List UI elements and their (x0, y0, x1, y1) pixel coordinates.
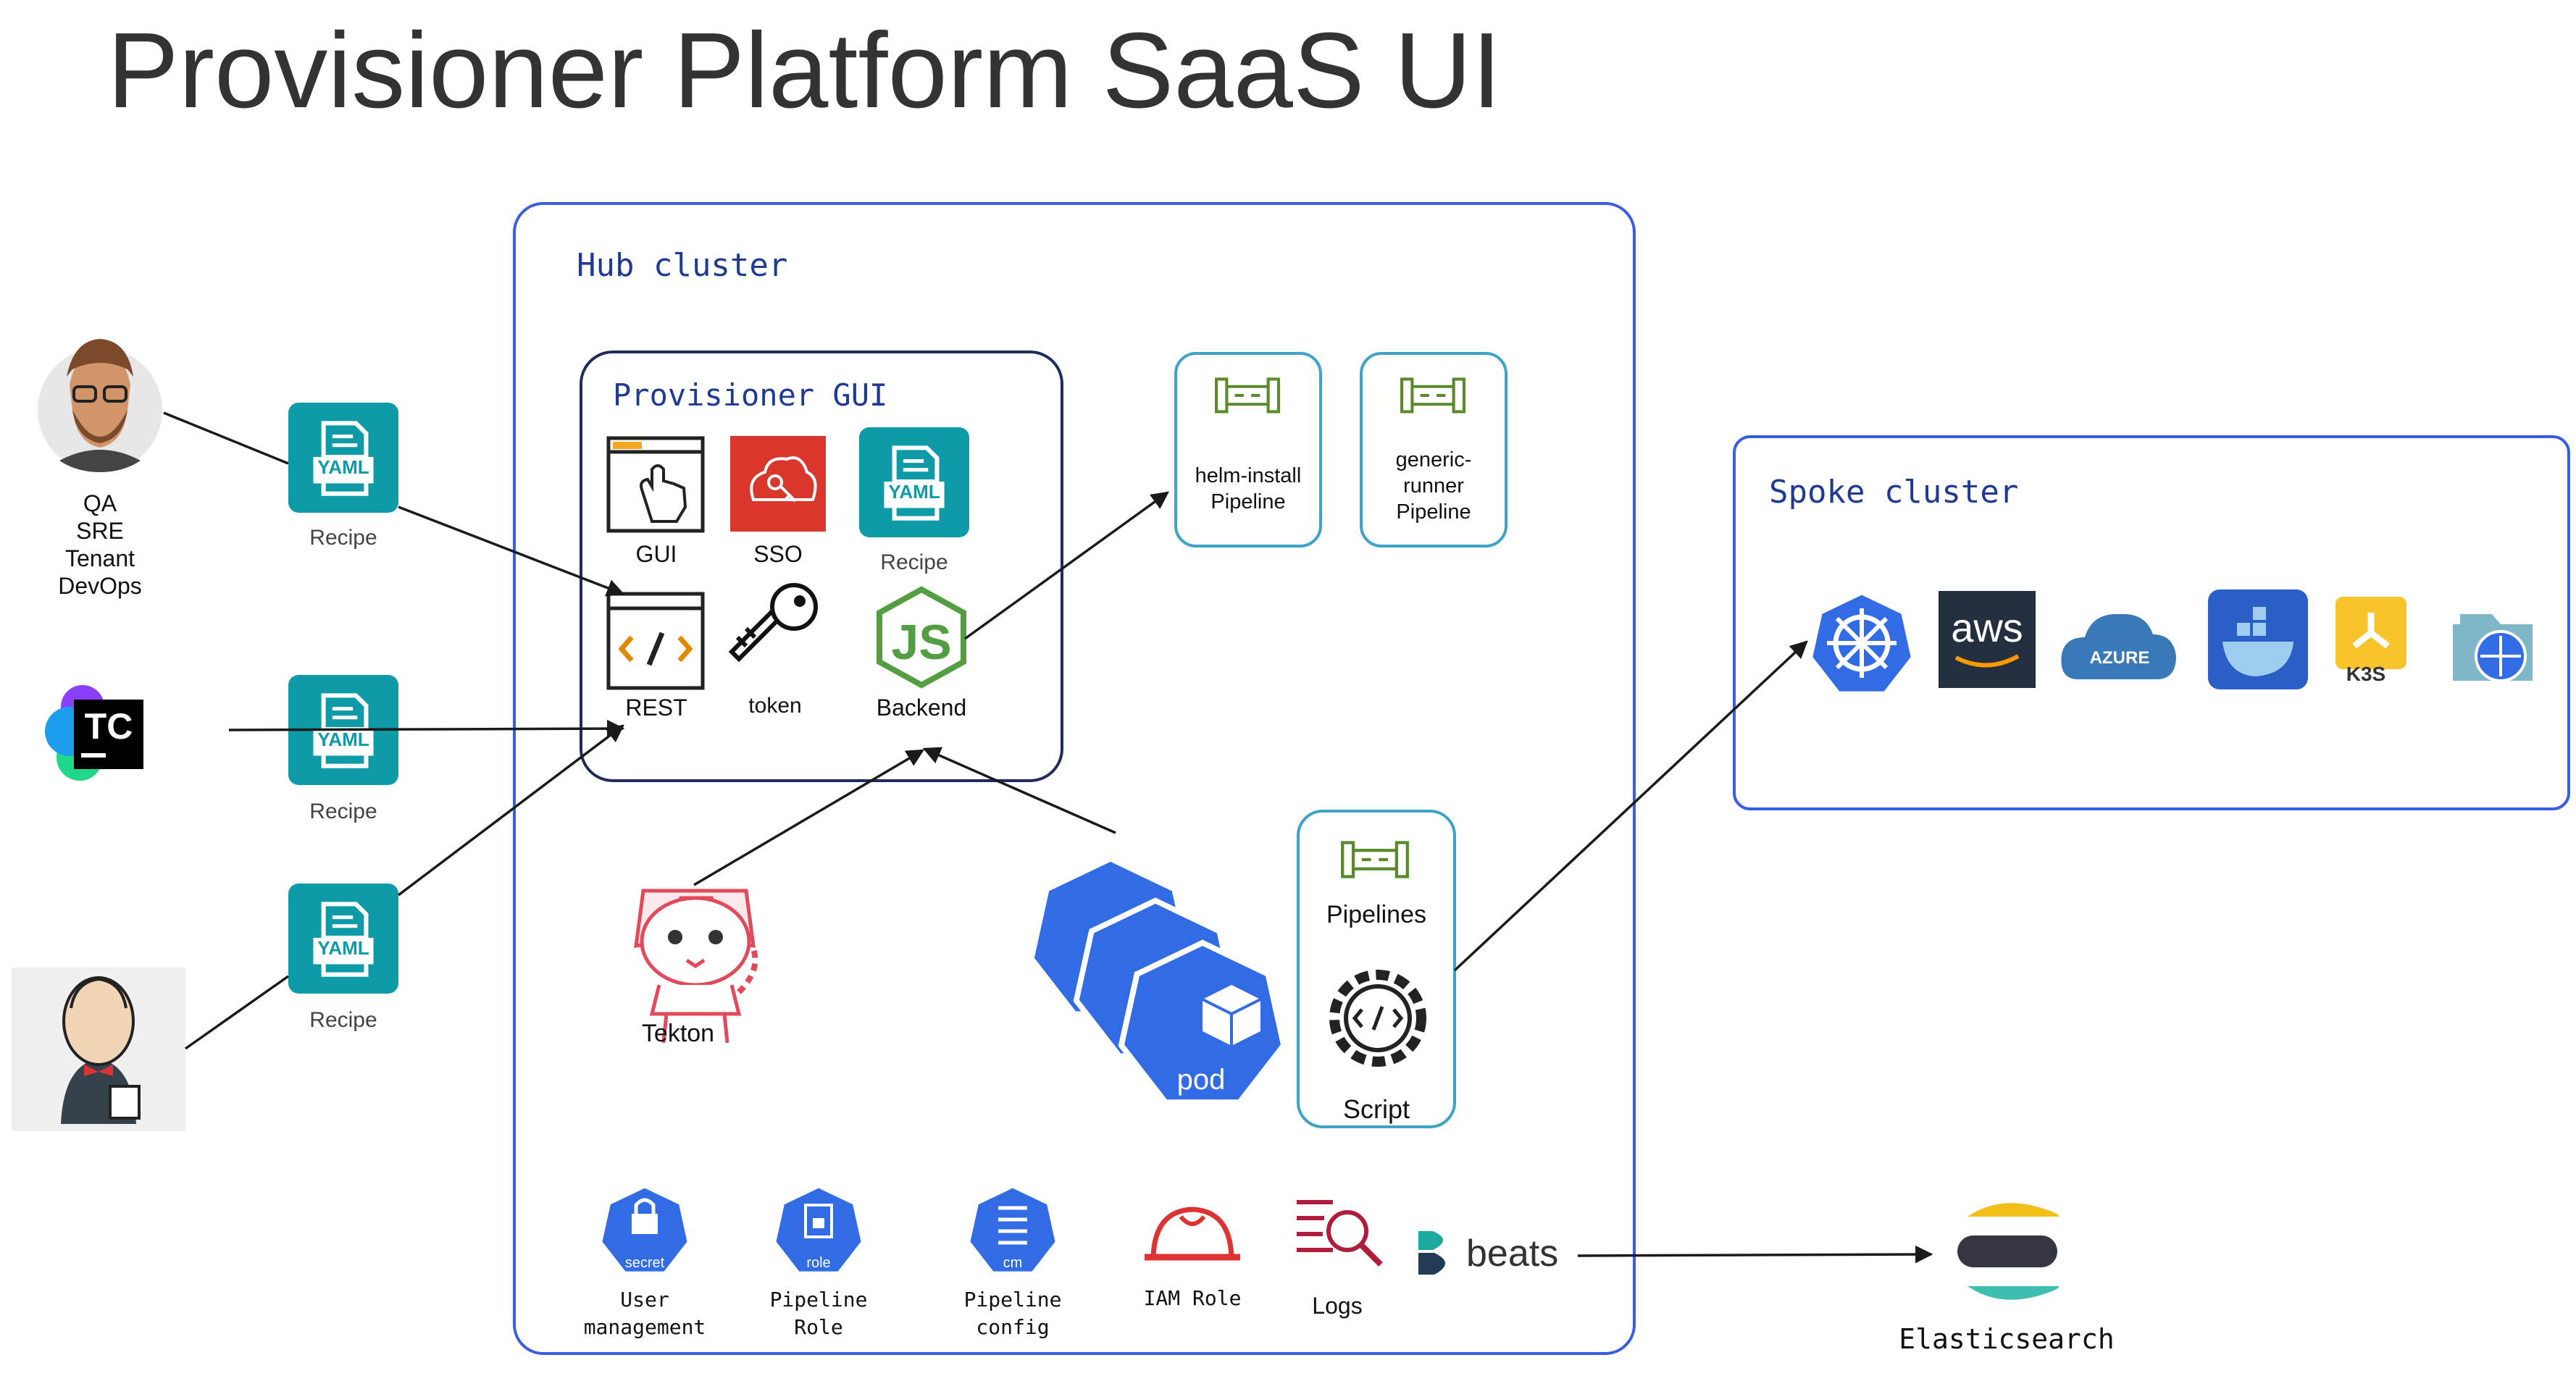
svg-text:YAML: YAML (317, 937, 369, 959)
tekton-cat-icon (634, 889, 758, 1044)
edge-beats-to-elastic (1577, 1245, 1933, 1264)
avatar-person (38, 339, 162, 472)
spoke-cluster-frame (1733, 435, 2570, 810)
edge-jenkins-to-recipe (184, 975, 290, 1050)
svg-text:JS: JS (891, 615, 951, 670)
nodejs-backend-icon: JS (877, 586, 966, 689)
pod-stack-icon (1032, 859, 1284, 1102)
edge-person-to-recipe (163, 411, 289, 465)
svg-text:YAML: YAML (317, 456, 369, 478)
recipe-label: Recipe (880, 550, 948, 574)
pipelines-script-card (1297, 810, 1456, 1128)
svg-text:YAML: YAML (888, 481, 940, 503)
jenkins-logo-icon (12, 968, 185, 1131)
svg-text:YAML: YAML (317, 729, 369, 750)
provisioner-gui-label: Provisioner GUI (613, 377, 887, 413)
logs-icon (1297, 1200, 1383, 1267)
backend-label: Backend (877, 694, 967, 721)
svg-text:AZURE: AZURE (2090, 648, 2150, 668)
sso-icon (730, 436, 826, 532)
edge-script-to-spoke (1453, 640, 1808, 972)
script-gear-icon (1329, 970, 1426, 1067)
edge-recipe-to-rest-2 (397, 724, 624, 897)
svg-text:K3S: K3S (2346, 663, 2385, 685)
iam-role-label: IAM Role (1144, 1286, 1242, 1310)
pod-label: pod (1177, 1064, 1226, 1096)
sso-label: SSO (753, 541, 803, 567)
recipe-yaml-icon: YAML (288, 675, 398, 785)
recipe-label: Recipe (309, 1008, 377, 1032)
kubernetes-container-icon (2453, 614, 2533, 682)
tekton-label: Tekton (642, 1020, 714, 1047)
svg-text:TC: TC (85, 706, 133, 747)
edge-tc-to-rest (228, 719, 625, 738)
logs-label: Logs (1312, 1293, 1362, 1319)
edge-recipe-to-rest (398, 505, 625, 597)
recipe-yaml-icon: YAML (288, 884, 398, 994)
svg-text:cm: cm (1003, 1255, 1023, 1271)
rest-label: REST (625, 694, 687, 721)
recipe-label: Recipe (309, 800, 377, 823)
pipelines-label: Pipelines (1326, 901, 1426, 928)
docker-icon (2208, 589, 2308, 689)
elasticsearch-label: Elasticsearch (1899, 1323, 2114, 1355)
beats-label: beats (1466, 1233, 1558, 1275)
generic-runner-pipeline-card (1360, 352, 1507, 547)
aws-logo-icon: aws (1939, 591, 2036, 688)
secret-icon: secret (601, 1186, 689, 1272)
provisioner-gui-box (580, 351, 1063, 782)
connectors (163, 411, 1933, 1264)
recipe-label: Recipe (309, 526, 377, 550)
edge-pods-to-backend (922, 747, 1116, 834)
configmap-icon: cm (969, 1186, 1057, 1272)
helm-install-pipeline-card (1174, 352, 1322, 547)
kubernetes-icon (1811, 593, 1913, 693)
spoke-cluster-label: Spoke cluster (1769, 474, 2018, 511)
edge-backend-to-helm (963, 491, 1169, 640)
role-icon: role (774, 1186, 863, 1272)
svg-text:secret: secret (625, 1255, 665, 1271)
token-key-icon (728, 583, 818, 663)
k3s-logo-icon: K3S (2335, 597, 2406, 685)
gui-label: GUI (636, 541, 677, 567)
iam-role-helmet-icon (1145, 1207, 1240, 1261)
hub-cluster-frame (513, 202, 1636, 1355)
azure-cloud-icon: AZURE (2061, 613, 2176, 679)
teamcity-logo-icon: TC (45, 685, 143, 781)
recipe-yaml-icon: YAML (859, 427, 969, 537)
svg-text:aws: aws (1951, 605, 2023, 650)
token-label: token (748, 694, 801, 718)
edge-tekton-to-backend (693, 749, 925, 886)
recipe-yaml-icon: YAML (288, 403, 398, 513)
hub-cluster-label: Hub cluster (577, 247, 787, 284)
gui-icon (606, 436, 705, 533)
rest-icon (606, 592, 705, 690)
svg-text:role: role (806, 1255, 830, 1271)
elasticsearch-logo-icon (1957, 1203, 2059, 1300)
page-title: Provisioner Platform SaaS UI (107, 11, 1502, 130)
script-label: Script (1343, 1094, 1410, 1124)
beats-logo-icon (1418, 1231, 1445, 1275)
